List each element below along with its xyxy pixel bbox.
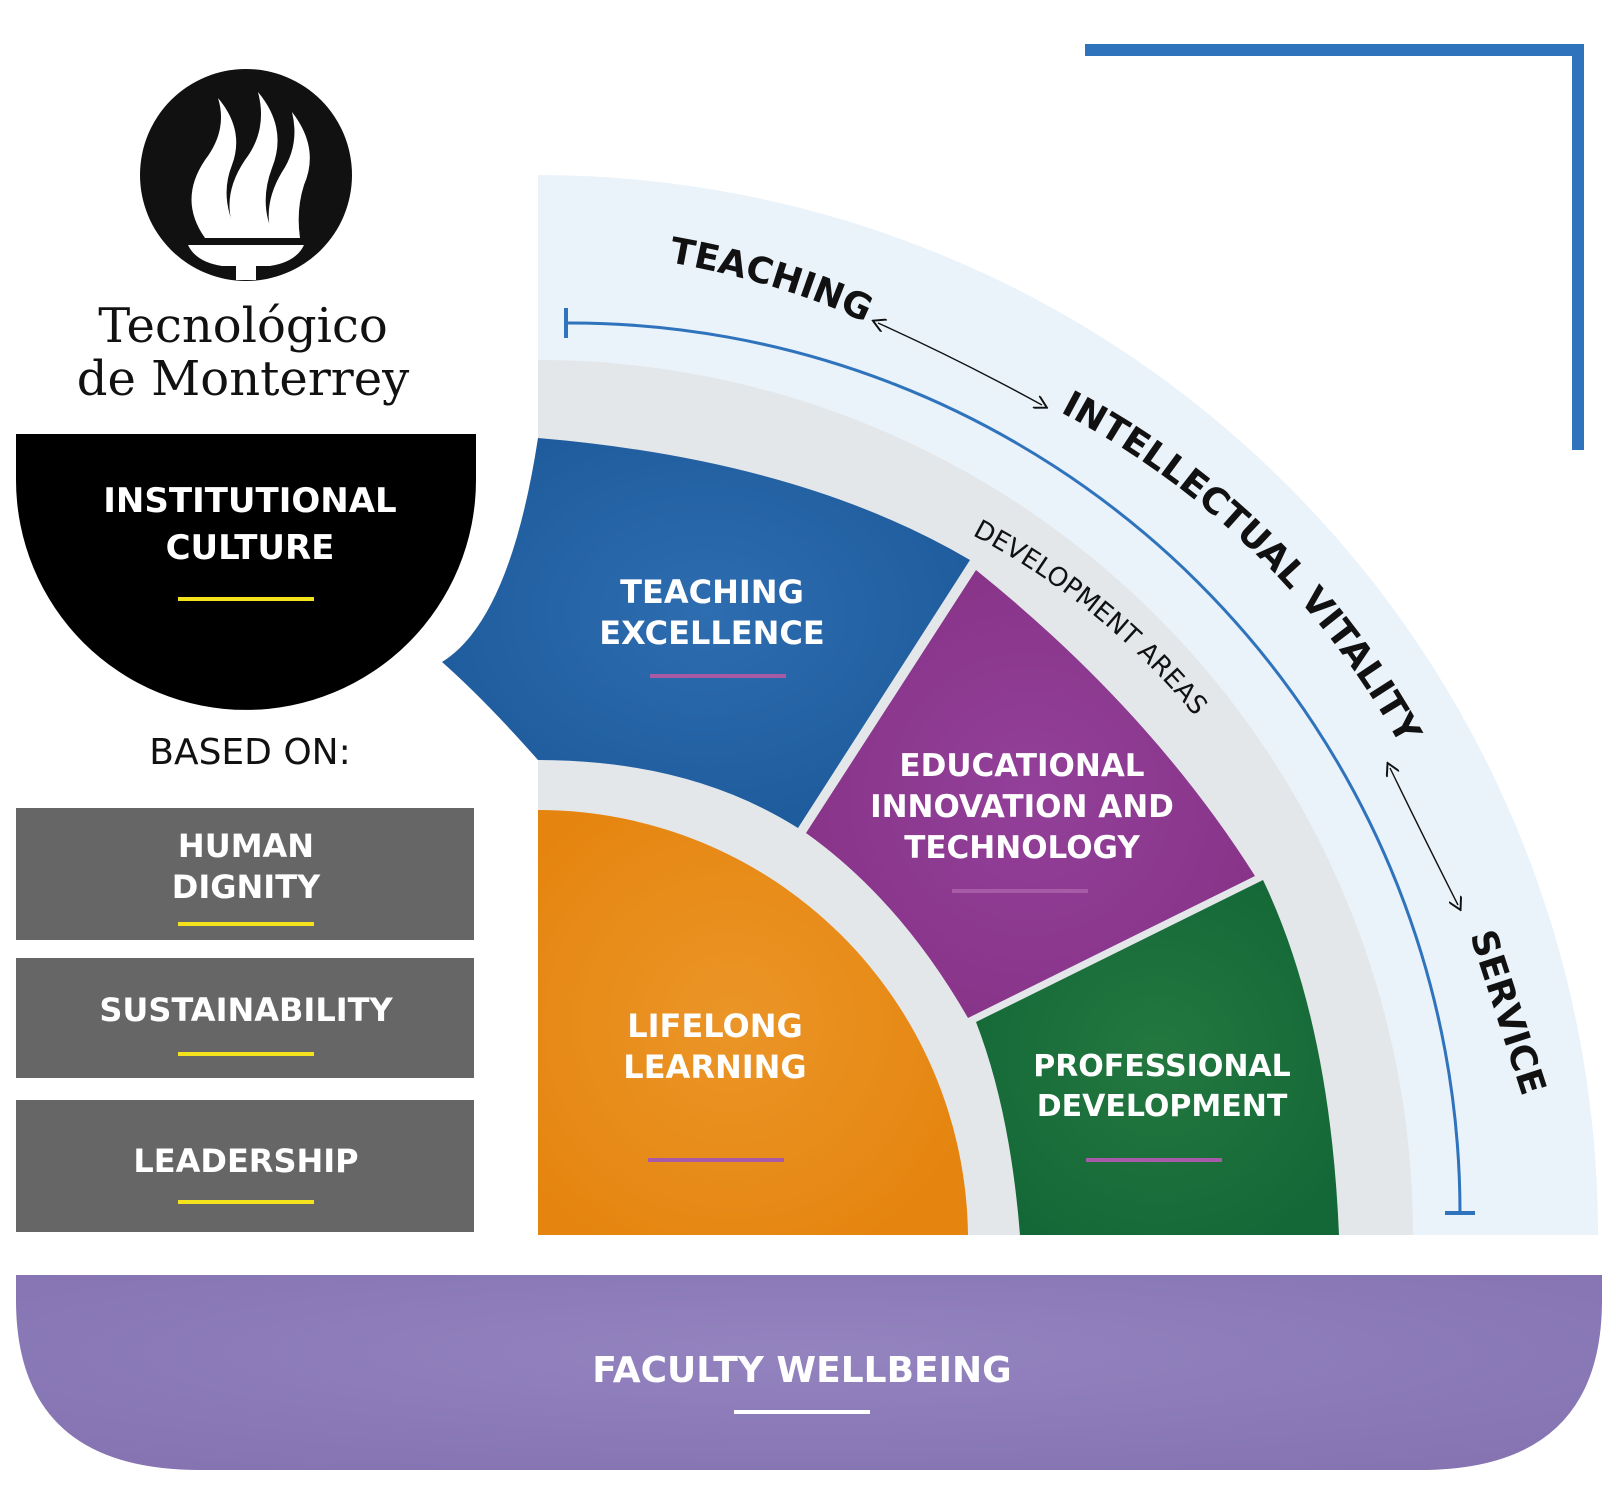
tec-logo: Tecnológico de Monterrey: [77, 69, 409, 407]
professional-development-line1: PROFESSIONAL: [1033, 1049, 1291, 1084]
faculty-wellbeing-block[interactable]: FACULTY WELLBEING: [16, 1275, 1602, 1470]
arrow-teaching-vitality: [878, 323, 1042, 405]
faculty-wellbeing-label: FACULTY WELLBEING: [592, 1350, 1011, 1391]
teaching-excellence-label: TEACHING EXCELLENCE: [599, 573, 825, 678]
lifelong-learning-line2: LEARNING: [623, 1048, 806, 1086]
lifelong-learning-label: LIFELONG LEARNING: [623, 1007, 807, 1162]
sector-professional-development[interactable]: [976, 880, 1339, 1235]
lifelong-learning-line1: LIFELONG: [627, 1007, 803, 1045]
value-label: DIGNITY: [172, 868, 321, 906]
teaching-excellence-line1: TEACHING: [620, 573, 804, 611]
value-box-leadership[interactable]: LEADERSHIP: [16, 1100, 474, 1232]
value-label: LEADERSHIP: [133, 1142, 358, 1180]
value-label: SUSTAINABILITY: [99, 991, 393, 1029]
logo-line2: de Monterrey: [77, 351, 409, 407]
logo-line1: Tecnológico: [98, 298, 388, 354]
intellectual-vitality-arc-line: [565, 321, 1462, 1214]
educational-innovation-line1: EDUCATIONAL: [899, 748, 1144, 784]
culture-line1: INSTITUTIONAL: [103, 481, 396, 521]
educational-innovation-line2: INNOVATION AND: [870, 789, 1174, 825]
value-box-sustainability[interactable]: SUSTAINABILITY: [16, 958, 474, 1078]
corner-bracket: [1085, 44, 1584, 450]
institutional-culture-block: INSTITUTIONAL CULTURE: [16, 434, 476, 710]
value-label: HUMAN: [178, 827, 314, 865]
teaching-excellence-line2: EXCELLENCE: [599, 614, 825, 652]
educational-innovation-line3: TECHNOLOGY: [904, 830, 1140, 866]
sector-teaching-excellence[interactable]: [442, 438, 970, 828]
sector-lifelong-learning[interactable]: [538, 810, 968, 1235]
sector-educational-innovation[interactable]: [806, 570, 1255, 1018]
professional-development-label: PROFESSIONAL DEVELOPMENT: [1033, 1049, 1291, 1162]
educational-innovation-label: EDUCATIONAL INNOVATION AND TECHNOLOGY: [870, 748, 1174, 893]
based-on-label: BASED ON:: [149, 732, 350, 773]
culture-line2: CULTURE: [166, 528, 335, 568]
arrow-vitality-service: [1390, 768, 1458, 905]
value-box-human-dignity[interactable]: HUMAN DIGNITY: [16, 808, 474, 940]
professional-development-line2: DEVELOPMENT: [1037, 1089, 1288, 1124]
